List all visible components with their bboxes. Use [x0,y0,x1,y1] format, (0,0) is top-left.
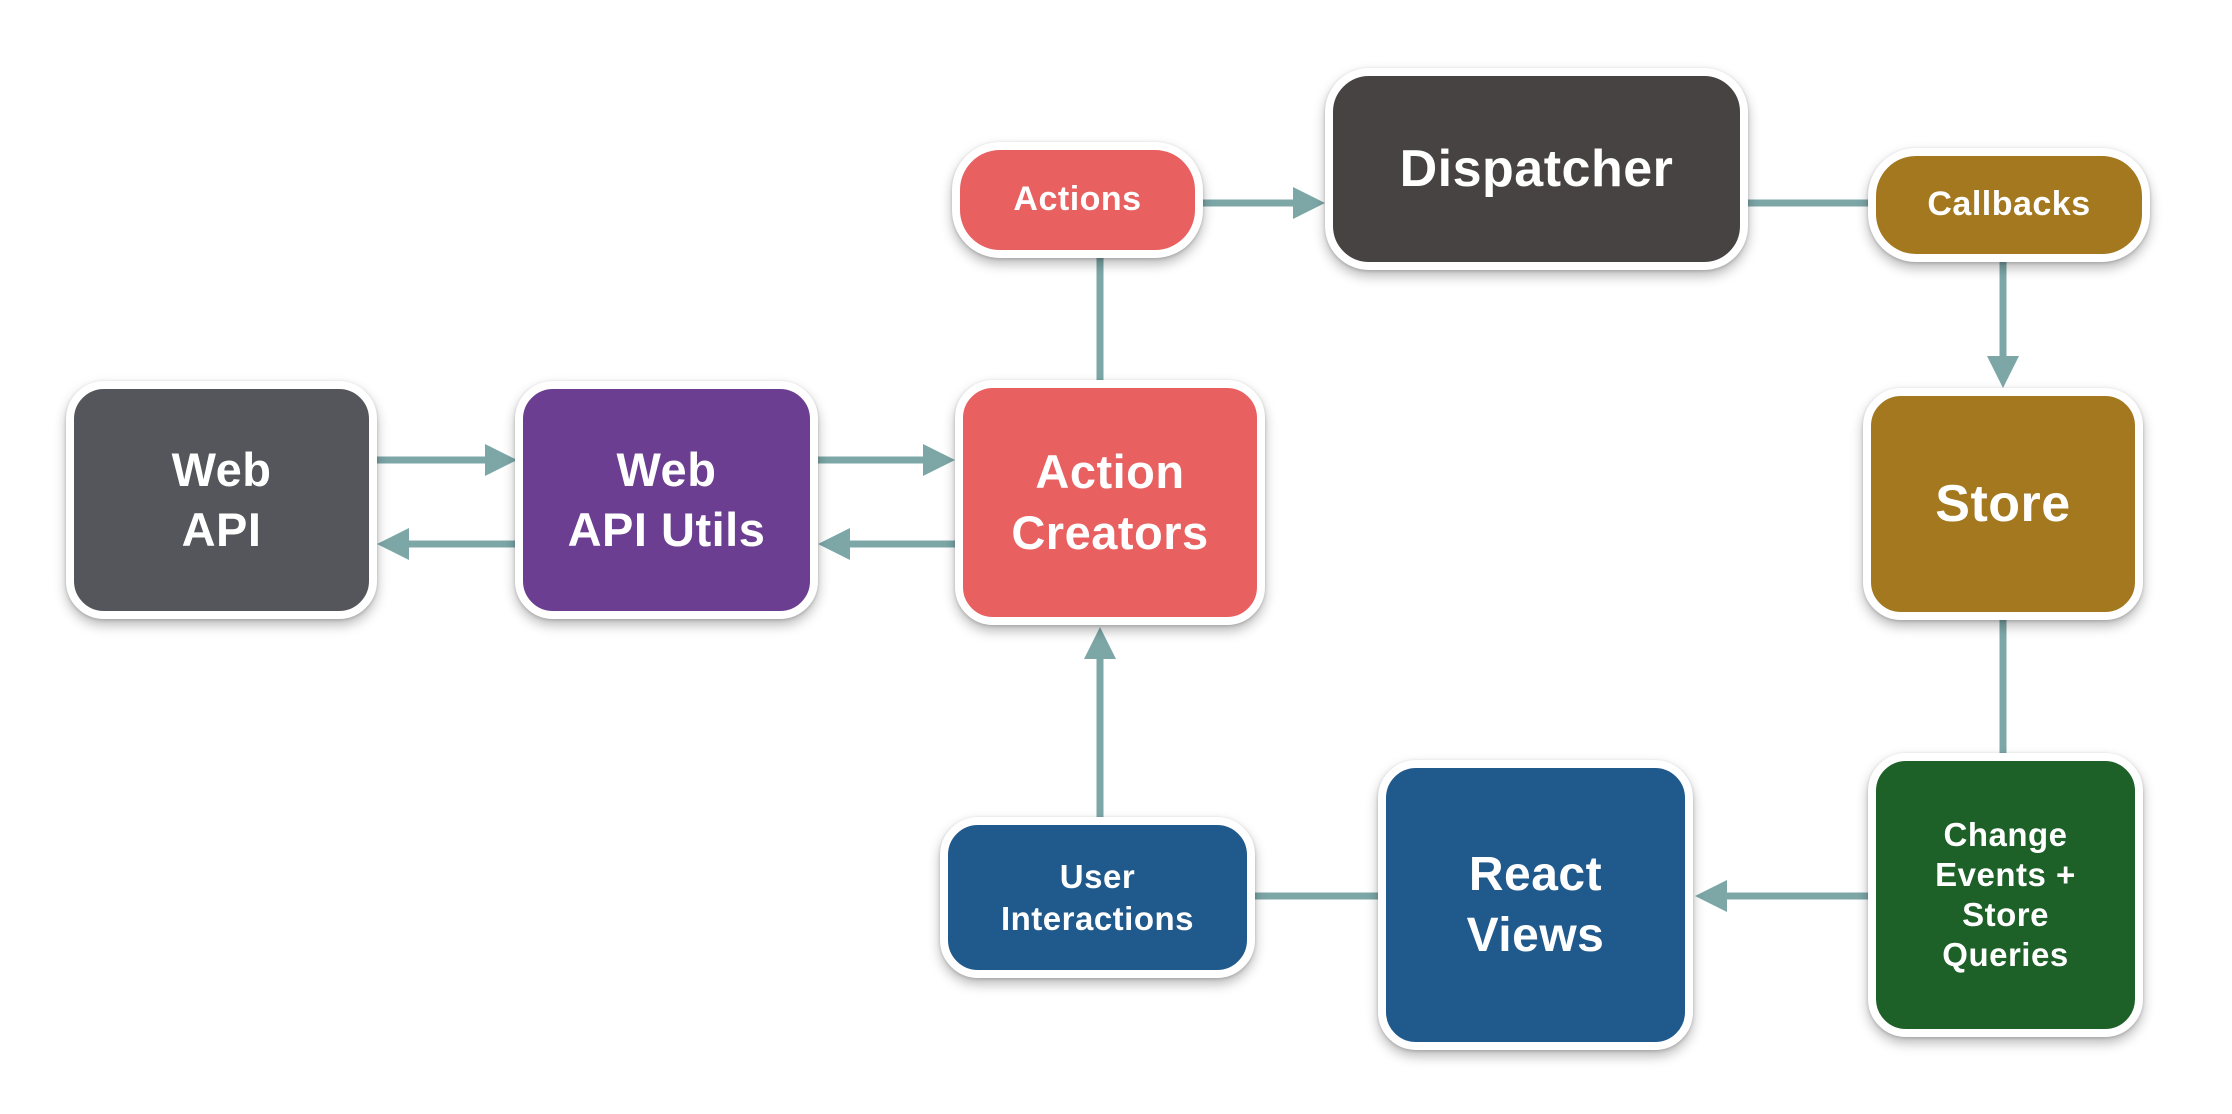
node-dispatcher: Dispatcher [1325,68,1748,270]
node-web-api: Web API [66,381,377,619]
edge-actions-to-dispatcher-arrowhead-icon [1293,187,1325,219]
node-action-creators: Action Creators [955,380,1265,625]
edge-webapi-to-webapiutils-arrowhead-icon [485,444,517,476]
edge-changeevents-to-reactviews-arrowhead-icon [1695,880,1727,912]
node-web-api-utils: Web API Utils [515,381,818,619]
node-store: Store [1863,388,2143,620]
node-user-interactions: User Interactions [940,817,1255,978]
edge-webapiutils-to-webapi-arrowhead-icon [377,528,409,560]
node-change-events-store-queries: Change Events + Store Queries [1868,753,2143,1037]
node-callbacks: Callbacks [1868,148,2150,262]
node-react-views: React Views [1378,760,1693,1050]
edge-actioncreators-to-webapiutils-arrowhead-icon [818,528,850,560]
edge-userinteractions-to-actioncreators-arrowhead-icon [1084,627,1116,659]
node-actions: Actions [952,142,1203,258]
edge-webapiutils-to-actioncreators-arrowhead-icon [923,444,955,476]
edge-callbacks-to-store-arrowhead-icon [1987,356,2019,388]
